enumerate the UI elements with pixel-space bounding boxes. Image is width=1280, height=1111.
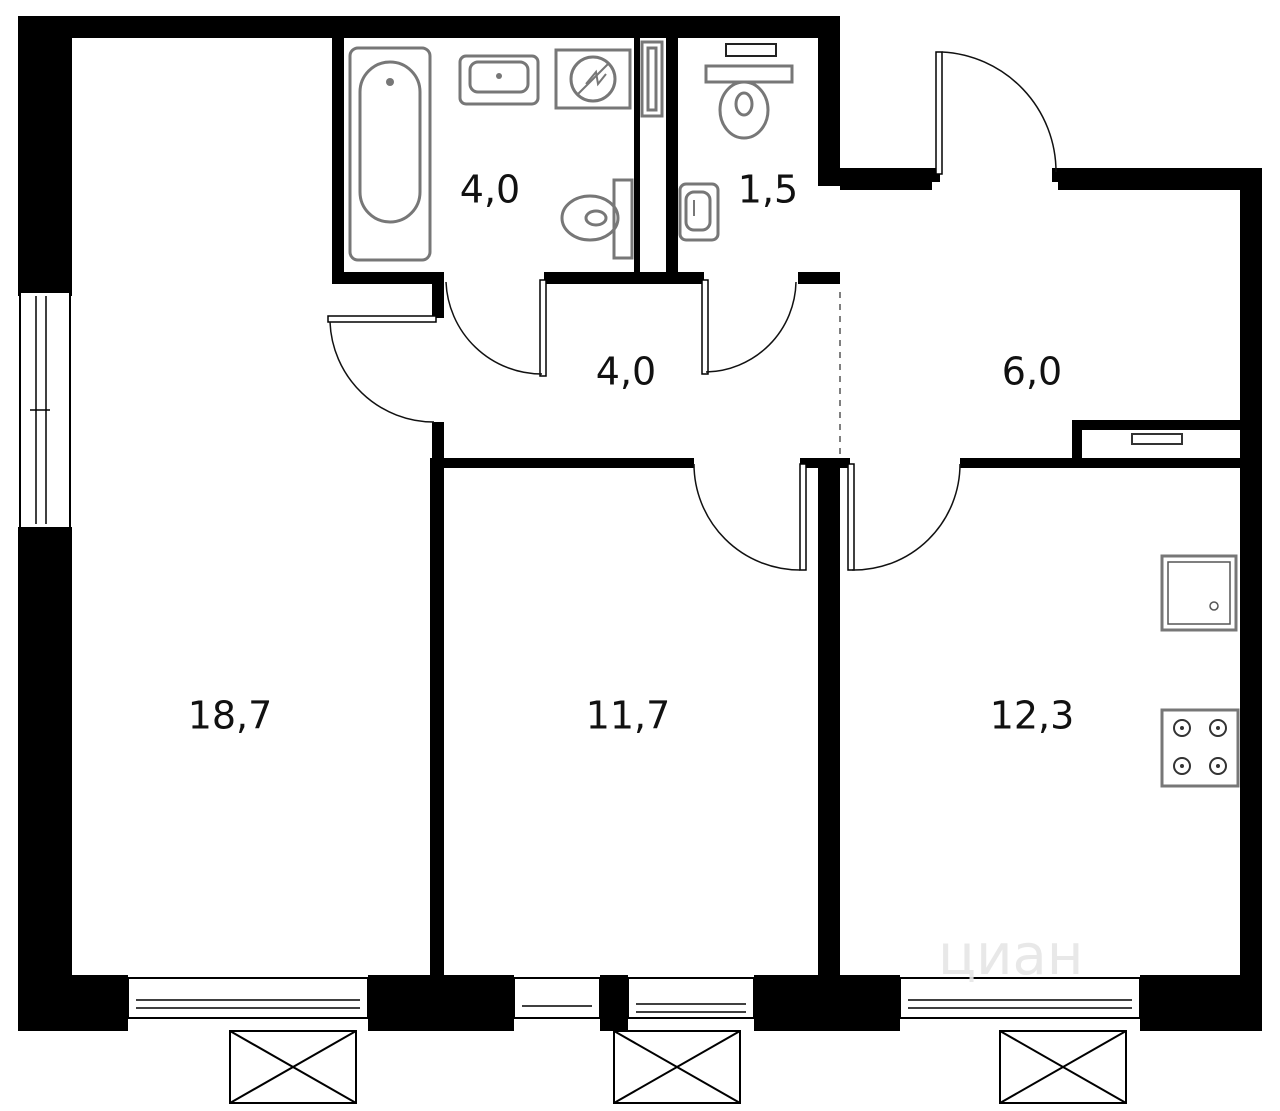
doors <box>327 51 1057 571</box>
hallway-area: 4,0 <box>596 350 656 394</box>
door-living <box>327 315 437 423</box>
window-bedroom <box>627 977 755 1019</box>
door-bathroom <box>445 279 547 377</box>
radiator-icon <box>1131 433 1183 445</box>
washing-machine-icon <box>554 48 632 110</box>
walls <box>18 16 1262 1031</box>
living-room-area: 18,7 <box>188 694 273 738</box>
kitchen-sink-icon <box>1160 554 1238 632</box>
window-bedroom-small <box>513 977 601 1019</box>
window-living <box>127 977 369 1019</box>
door-kitchen <box>847 463 961 571</box>
toilet-icon <box>704 43 794 140</box>
bedroom-area: 11,7 <box>586 694 671 738</box>
balcony-icon <box>229 1030 1127 1104</box>
bathroom-area: 4,0 <box>460 168 520 212</box>
window-kitchen <box>899 977 1141 1019</box>
sink-icon <box>678 182 720 242</box>
door-bedroom <box>693 463 807 571</box>
toilet-icon <box>560 178 634 260</box>
watermark: циан <box>938 923 1083 988</box>
kitchen-area: 12,3 <box>990 694 1075 738</box>
stove-icon <box>1160 708 1240 788</box>
watermark-text: циан <box>938 923 1083 988</box>
sink-icon <box>458 54 540 106</box>
radiator-icon <box>640 40 664 118</box>
bathtub-icon <box>348 46 432 262</box>
door-toilet <box>701 279 797 375</box>
windows <box>19 291 1141 1019</box>
toilet-area: 1,5 <box>738 168 798 212</box>
entrance-hall-area: 6,0 <box>1002 350 1062 394</box>
entrance-door <box>935 51 1057 175</box>
